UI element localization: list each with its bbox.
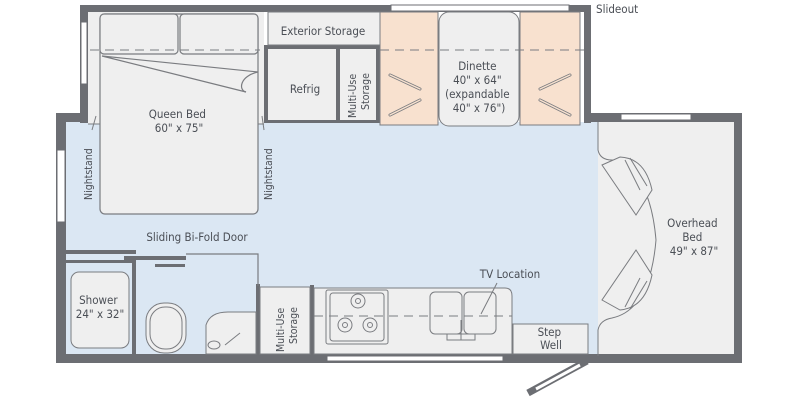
queen-bed-label: Queen Bed 60" x 75" bbox=[149, 107, 210, 135]
sliding-door-label: Sliding Bi-Fold Door bbox=[146, 230, 248, 244]
multi-use-storage-top bbox=[340, 49, 376, 120]
cab-seats bbox=[601, 156, 653, 311]
step-well bbox=[512, 323, 589, 355]
tv-location-label: TV Location bbox=[479, 267, 540, 281]
toilet bbox=[145, 302, 187, 354]
cab-boundary bbox=[597, 122, 657, 356]
stove bbox=[325, 289, 389, 345]
multi-use-storage-bottom bbox=[259, 286, 311, 355]
step-well-label: Step Well bbox=[538, 325, 565, 352]
exterior-storage-label: Exterior Storage bbox=[281, 24, 366, 38]
kitchen-sink bbox=[429, 291, 497, 341]
bath-sink bbox=[205, 311, 257, 355]
seat-belts-inner bbox=[389, 74, 571, 116]
refrig-label: Refrig bbox=[290, 82, 320, 96]
nightstand-left-label: Nightstand bbox=[83, 148, 95, 200]
slideout-label: Slideout bbox=[596, 2, 638, 16]
tv-leader bbox=[480, 282, 498, 315]
multi-use-storage-top-label: Multi-Use Storage bbox=[347, 71, 372, 118]
shower-label: Shower 24" x 32" bbox=[76, 293, 125, 321]
dinette-label: Dinette 40" x 64" (expandable 40" x 76") bbox=[445, 59, 513, 115]
refrigerator bbox=[268, 49, 336, 120]
multi-use-storage-bottom-label: Multi-Use Storage bbox=[275, 305, 300, 352]
nightstand-right-label: Nightstand bbox=[263, 148, 275, 200]
cab-floor bbox=[598, 122, 734, 356]
nightstands bbox=[88, 115, 265, 131]
entry-door bbox=[526, 357, 589, 397]
windows bbox=[56, 4, 692, 362]
sliding-bi-fold-door bbox=[124, 253, 259, 286]
queen-bed bbox=[99, 13, 259, 215]
shower bbox=[70, 271, 130, 349]
exterior-storage bbox=[267, 11, 381, 46]
dinette-table bbox=[438, 11, 520, 127]
overhead-bed-label: Overhead Bed 49" x 87" bbox=[667, 216, 721, 258]
